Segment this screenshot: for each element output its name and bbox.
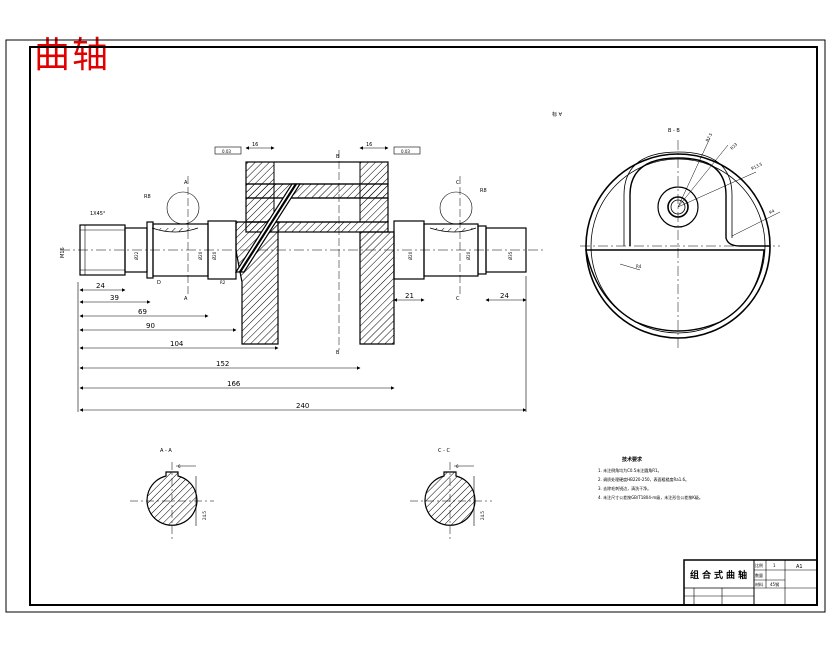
side-radius-r7-5: R7.5: [705, 132, 714, 143]
title-block: [683, 559, 818, 606]
thread-label: M16: [60, 247, 66, 258]
title-block-row-qty: 数量: [755, 572, 763, 578]
section-letter-b-bottom: B: [336, 350, 340, 356]
main-view: 24 39 69 90 104 152 166 240 21 24 D 16 1…: [60, 142, 545, 412]
dim-24-left: 24: [96, 282, 105, 290]
title-block-row-scale: 比例: [755, 562, 763, 568]
inner-border: [29, 46, 818, 606]
section-c-label: C - C: [438, 448, 450, 454]
section-c: C - C 6 24.5: [410, 448, 492, 540]
diameter-left-1: Ø22: [134, 251, 139, 260]
section-letter-c-top: C: [456, 180, 460, 186]
side-view-hint: 标 ∀: [552, 111, 563, 118]
diameter-right-1: Ø20: [408, 251, 413, 260]
side-view-label: B - B: [668, 128, 680, 134]
dim-152: 152: [216, 360, 229, 368]
title-block-sheet: A1: [796, 564, 803, 570]
dim-39: 39: [110, 294, 119, 302]
diameter-left-3: Ø20: [212, 251, 217, 260]
section-a-depth: 24.5: [202, 511, 207, 520]
section-letter-a-bottom: A: [184, 296, 188, 302]
section-letter-b-top: B: [336, 154, 340, 160]
radius-r8-right: R8: [480, 188, 487, 194]
section-c-keyway: 6: [456, 464, 459, 469]
diameter-right-3: Ø35: [508, 251, 513, 260]
dim-166: 166: [227, 380, 241, 388]
title-block-scale-value: 1: [773, 563, 776, 568]
diameter-right-2: Ø20: [466, 251, 471, 260]
section-letter-a-top: A: [184, 180, 188, 186]
radius-r2: R2: [220, 280, 226, 285]
dim-21: 21: [405, 292, 414, 300]
dim-D: D: [157, 280, 161, 286]
title-block-material: 45钢: [770, 581, 779, 587]
section-c-depth: 24.5: [480, 511, 485, 520]
section-a-label: A - A: [160, 448, 172, 454]
dim-240: 240: [296, 402, 309, 410]
note-3: 3. 去除毛刺锐边，清洗干净。: [598, 485, 651, 491]
diameter-left-2: Ø20: [198, 251, 203, 260]
note-1: 1. 未注倒角均为C0.5未注圆角R1。: [598, 467, 662, 473]
note-2: 2. 调质处理硬度HB220-250，表面粗糙度Ra1.6。: [598, 476, 689, 482]
side-radius-r4-right: R4: [768, 208, 775, 215]
tolerance-box-left: 0.03: [222, 149, 231, 154]
note-4: 4. 未注尺寸公差按GB/T1804-m级，未注形位公差按K级。: [598, 494, 703, 500]
technical-notes: 技术要求 1. 未注倒角均为C0.5未注圆角R1。 2. 调质处理硬度HB220…: [598, 456, 703, 500]
section-a: A - A 6 24.5: [130, 448, 214, 540]
title-block-row-material: 材料: [755, 581, 763, 587]
dim-24-right: 24: [500, 292, 509, 300]
tolerance-box-right: 0.03: [401, 149, 410, 154]
dim-90: 90: [146, 322, 155, 330]
side-view: 标 ∀ B - B R7.5 R23 R13.5 R4 R4: [552, 111, 781, 350]
dim-16-left: 16: [252, 142, 258, 148]
side-radius-r13-5: R13.5: [750, 161, 763, 171]
outer-border: [5, 39, 826, 613]
notes-title: 技术要求: [622, 456, 643, 463]
side-radius-r4-left: R4: [636, 264, 642, 269]
drawing-title: 曲轴: [34, 35, 111, 76]
radius-r8-left: R8: [144, 194, 151, 200]
dim-69: 69: [138, 308, 147, 316]
dim-104: 104: [170, 340, 184, 348]
dim-16-right: 16: [366, 142, 372, 148]
title-block-part-name: 组合式曲轴: [690, 569, 750, 581]
side-radius-r23: R23: [729, 141, 738, 150]
section-a-keyway: 6: [178, 464, 181, 469]
chamfer-label: 1X45°: [90, 211, 106, 217]
section-letter-c-bottom: C: [456, 296, 460, 302]
